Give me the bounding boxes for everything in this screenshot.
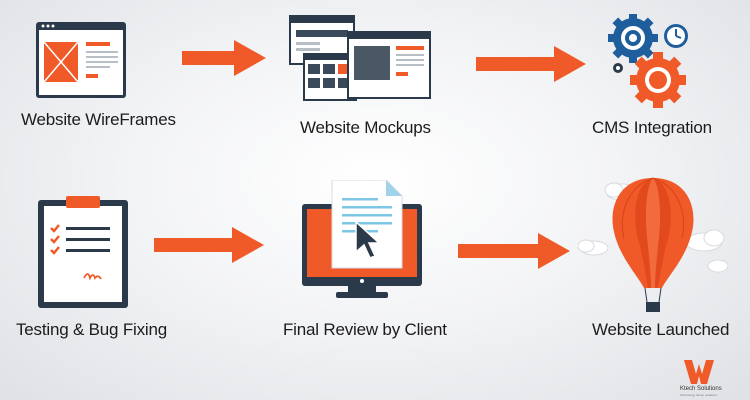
step-label-testing: Testing & Bug Fixing — [16, 320, 167, 339]
step-label-wireframes: Website WireFrames — [21, 110, 176, 129]
gears-icon — [608, 14, 688, 108]
arrow-right-icon — [458, 233, 570, 269]
mockups-icon — [289, 15, 431, 101]
monitor-review-icon — [302, 180, 422, 298]
ktech-logo-icon — [684, 360, 714, 384]
step-label-cms: CMS Integration — [592, 118, 712, 137]
clipboard-checklist-icon — [38, 196, 128, 308]
logo-name: Ktech Solutions — [680, 386, 722, 392]
arrow-right-icon — [476, 46, 586, 82]
step-label-mockups: Website Mockups — [300, 118, 431, 137]
arrow-right-icon — [182, 40, 266, 76]
step-label-final-review: Final Review by Client — [283, 320, 447, 339]
hot-air-balloon-icon — [578, 177, 728, 312]
step-label-launched: Website Launched — [592, 320, 730, 339]
wireframe-icon — [36, 22, 126, 98]
arrow-right-icon — [154, 227, 264, 263]
logo-tagline: Technology driven solutions — [680, 393, 717, 397]
